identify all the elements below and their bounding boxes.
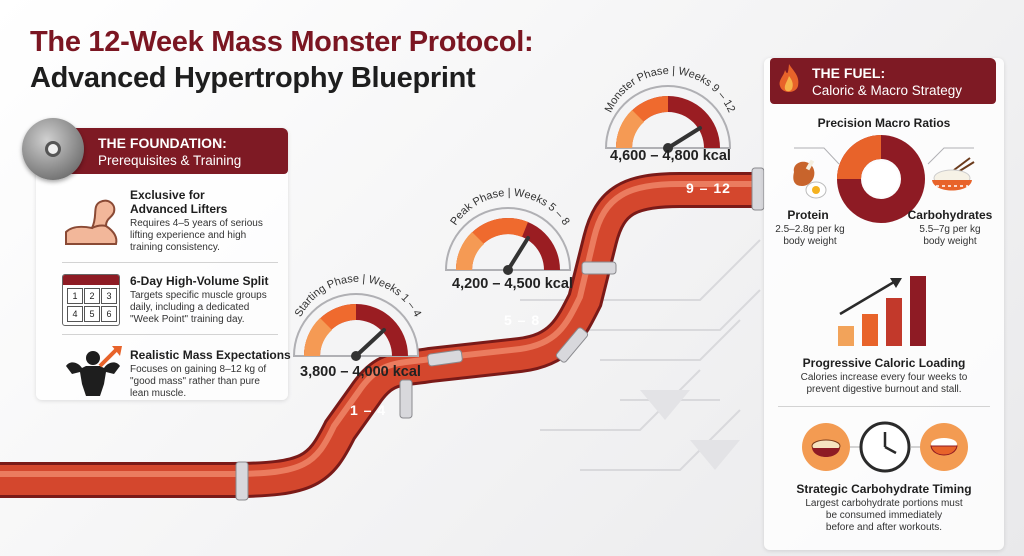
timing-icons [802,421,968,473]
clock-icon [859,421,911,473]
protein-label: Protein [787,208,829,222]
gauge-label-arc-3: Monster Phase | Weeks 9 – 12 [603,65,737,115]
calendar-day-6: 6 [101,306,117,322]
rising-bars-icon [838,276,926,346]
phase-kcal-2: 4,200 – 4,500 kcal [452,276,573,292]
weight-plate-icon [22,118,84,180]
gauge-label-arc-2: Peak Phase | Weeks 5 – 8 [448,187,571,228]
page-title: The 12-Week Mass Monster Protocol: [30,26,534,58]
foundation-item-1-title-line1: Exclusive for [130,188,205,202]
divider [778,406,990,407]
fuel-title: THE FUEL: [812,65,886,81]
phase-kcal-1: 3,800 – 4,000 kcal [300,364,421,380]
macros-title: Precision Macro Ratios [817,116,951,130]
fuel-subtitle: Caloric & Macro Strategy [812,83,963,98]
phase-label-1: Starting Phase | Weeks 1 – 4 [293,273,424,319]
foundation-item-2-body: Targets specific muscle groups daily, in… [130,290,267,325]
foundation-item-1-body: Requires 4–5 years of serious lifting ex… [130,218,263,253]
pasta-bowl-icon [802,423,850,471]
timing-title: Strategic Carbohydrate Timing [796,482,972,496]
phase-tag-3: 9 – 12 [686,180,731,196]
divider [62,262,278,263]
protein-detail-line2: body weight [783,236,837,247]
gauge-monster-phase [604,85,732,153]
gauge-starting-phase [292,293,420,361]
phase-tag-2: 5 – 8 [504,312,541,328]
gauge-needle [354,328,386,358]
phase-kcal-3: 4,600 – 4,800 kcal [610,148,731,164]
macro-connectors [794,147,974,165]
svg-text:Peak Phase | Weeks 5 – 8: Peak Phase | Weeks 5 – 8 [448,187,571,228]
calendar-day-2: 2 [84,288,100,304]
rice-bowl-icon [932,157,975,191]
protein-detail-line1: 2.5–2.8g per kg [775,224,845,235]
flame-icon [779,64,799,92]
carbs-label: Carbohydrates [907,208,993,222]
chicken-egg-icon [793,159,827,199]
timing-body-line1: Largest carbohydrate portions must [805,498,963,509]
timing-body-line2: be consumed immediately [825,510,943,521]
foundation-subtitle: Prerequisites & Training [98,153,242,168]
calendar-icon: 1 2 3 4 5 6 [62,274,120,326]
calendar-day-4: 4 [67,306,83,322]
rice-bowl-icon [920,423,968,471]
loading-body-line2: prevent digestive burnout and stall. [806,384,962,395]
timing-body-line3: before and after workouts. [825,522,943,533]
macro-donut-chart [837,135,925,223]
foundation-item-3-title: Realistic Mass Expectations [130,348,291,362]
phase-label-2: Peak Phase | Weeks 5 – 8 [448,187,571,228]
svg-text:Starting Phase | Weeks 1 – 4: Starting Phase | Weeks 1 – 4 [293,273,424,319]
gauge-peak-phase [444,207,572,275]
gauge-needle [506,236,530,272]
gauge-label-arc-1: Starting Phase | Weeks 1 – 4 [293,273,424,319]
calendar-day-3: 3 [101,288,117,304]
foundation-item-1-title-line2: Advanced Lifters [130,202,228,216]
page-subtitle: Advanced Hypertrophy Blueprint [30,62,476,94]
fuel-header: THE FUEL: Caloric & Macro Strategy [770,58,996,104]
phase-label-3: Monster Phase | Weeks 9 – 12 [603,65,737,115]
bodybuilder-growth-icon [66,346,122,396]
foundation-item-3-body: Focuses on gaining 8–12 kg of "good mass… [130,364,267,399]
divider [62,334,278,335]
foundation-item-2-title: 6-Day High-Volume Split [130,274,269,288]
flexed-arm-icon [65,199,118,245]
foundation-header: THE FOUNDATION: Prerequisites & Training [56,128,288,174]
loading-body-line1: Calories increase every four weeks to [800,372,968,383]
calendar-day-5: 5 [84,306,100,322]
calendar-day-1: 1 [67,288,83,304]
gauge-needle [666,126,702,150]
svg-text:Monster Phase | Weeks 9 – 12: Monster Phase | Weeks 9 – 12 [603,65,737,115]
foundation-title: THE FOUNDATION: [98,135,227,151]
phase-tag-1: 1 – 4 [350,402,387,418]
loading-title: Progressive Caloric Loading [802,356,966,370]
carbs-detail-line2: body weight [923,236,977,247]
carbs-detail-line1: 5.5–7g per kg [919,224,981,235]
